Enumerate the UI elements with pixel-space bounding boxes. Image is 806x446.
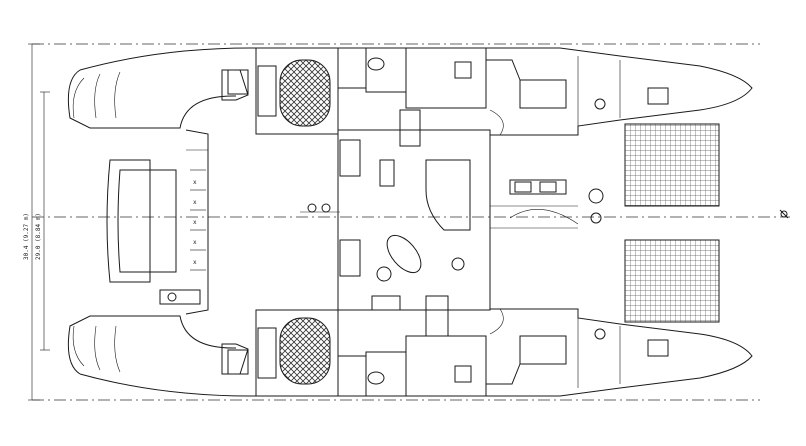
overall-dimension-label: 30.4 (9.27 m) xyxy=(23,213,30,260)
overall-extents xyxy=(32,43,790,401)
saloon xyxy=(300,109,491,337)
starboard-hull xyxy=(67,47,753,136)
svg-text:x: x xyxy=(193,219,197,226)
svg-text:x: x xyxy=(193,259,197,266)
hull-dimension-label: 29.0 (8.84 m) xyxy=(35,213,42,260)
port-hull xyxy=(67,308,753,397)
svg-text:x: x xyxy=(193,179,197,186)
svg-text:x: x xyxy=(193,199,197,206)
cockpit-steps: x x x x x xyxy=(190,169,206,271)
cockpit: x x x x x xyxy=(106,129,209,315)
bridgedeck xyxy=(490,179,579,229)
dimension-lines: 30.4 (9.27 m) 29.0 (8.84 m) xyxy=(23,43,50,401)
svg-text:x: x xyxy=(193,239,197,246)
centerline-icon xyxy=(779,209,789,219)
trampolines xyxy=(588,123,720,323)
